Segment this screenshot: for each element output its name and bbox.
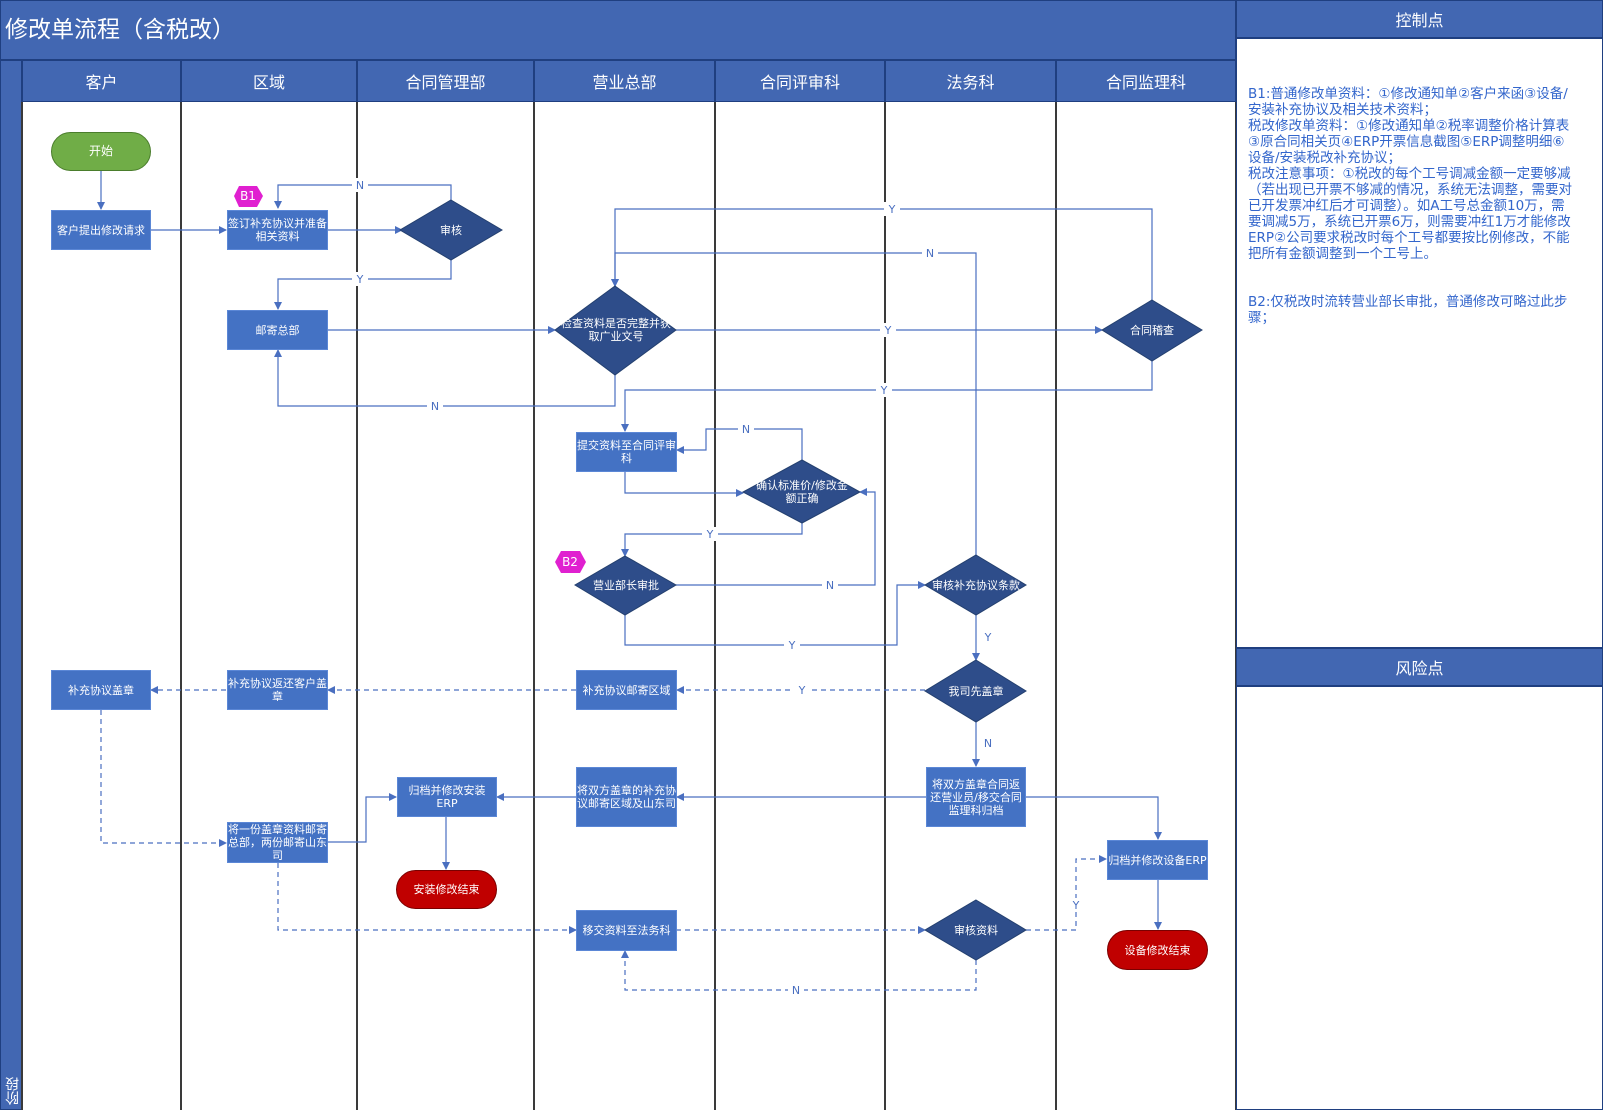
node-review[interactable]: 审核	[440, 223, 462, 237]
node-equipment-end[interactable]: 设备修改结束	[1107, 930, 1208, 970]
edge	[676, 428, 803, 460]
edge-label-yes: Y	[884, 202, 900, 216]
lane-divider	[714, 102, 716, 1110]
node-split-mail[interactable]: 将一份盖章资料邮寄总部，两份邮寄山东司	[227, 822, 328, 863]
edge-label-yes: Y	[980, 630, 996, 644]
node-install-end[interactable]: 安装修改结束	[396, 870, 497, 909]
edge-label-no: N	[822, 578, 838, 592]
tag-b2: B2	[562, 555, 578, 569]
edge	[621, 950, 977, 991]
edge	[100, 710, 227, 847]
lane-divider	[356, 102, 358, 1110]
node-manager-approval[interactable]: 营业部长审批	[593, 578, 659, 592]
edge	[277, 863, 577, 934]
node-mail-both-region[interactable]: 将双方盖章的补充协议邮寄区域及山东司	[576, 767, 677, 827]
lane-divider	[533, 102, 535, 1110]
edge-label-no: N	[922, 246, 938, 260]
diamond-manager-approval	[574, 555, 677, 616]
diamond-check-materials	[554, 285, 677, 376]
edge-label-yes: Y	[1068, 898, 1084, 912]
edge-label-yes: Y	[352, 272, 368, 286]
node-archive-install[interactable]: 归档并修改安装ERP	[397, 777, 497, 817]
diamond-confirm-price	[741, 459, 862, 524]
control-line: 税改注意事项：①税改的每个工号调减金额一定要够减（若出现已开票不够减的情况，系统…	[1248, 166, 1572, 262]
node-review-materials[interactable]: 审核资料	[954, 923, 998, 937]
tag-b1-shape	[234, 186, 263, 207]
lane-header-sales-hq: 营业总部	[534, 60, 715, 102]
edge-label-yes: Y	[784, 638, 800, 652]
diamond-review-terms	[924, 554, 1027, 616]
node-check-materials[interactable]: 检查资料是否完整并获取广业文号	[561, 317, 671, 343]
edge	[611, 252, 977, 555]
edge	[1026, 855, 1107, 931]
node-confirm-price[interactable]: 确认标准价/修改金额正确	[756, 479, 848, 505]
lane-divider	[1055, 102, 1057, 1110]
diamond-contract-audit	[1101, 299, 1203, 362]
node-customer-request[interactable]: 客户提出修改请求	[51, 210, 151, 250]
edge-label-no: N	[788, 983, 804, 997]
node-contract-audit[interactable]: 合同稽查	[1130, 323, 1174, 337]
tag-b1: B1	[240, 189, 256, 203]
edge	[1026, 796, 1162, 840]
edge-label-yes: Y	[876, 383, 892, 397]
edge	[328, 793, 397, 843]
edge-label-no: N	[738, 422, 754, 436]
node-mail-hq[interactable]: 邮寄总部	[227, 310, 328, 350]
diamond-review-materials	[924, 899, 1027, 961]
lane-divider	[180, 102, 182, 1110]
lane-header-region: 区域	[181, 60, 357, 102]
edge-label-yes: Y	[794, 683, 810, 697]
node-return-customer[interactable]: 补充协议返还客户盖章	[227, 670, 328, 710]
lane-header-contract-mgmt: 合同管理部	[357, 60, 534, 102]
node-transfer-legal[interactable]: 移交资料至法务科	[576, 910, 677, 951]
control-points-panel	[1236, 38, 1603, 648]
control-line: B2:仅税改时流转营业部长审批，普通修改可略过此步骤；	[1248, 294, 1568, 326]
node-archive-equipment[interactable]: 归档并修改设备ERP	[1107, 840, 1208, 880]
lane-header-customer: 客户	[22, 60, 181, 102]
tag-b2-shape	[555, 551, 586, 573]
node-customer-stamp[interactable]: 补充协议盖章	[51, 670, 151, 710]
edge-label-yes: Y	[702, 527, 718, 541]
edge-label-no: N	[352, 178, 368, 192]
page-title: 修改单流程（含税改）	[5, 17, 235, 43]
diamond-company-stamp	[924, 659, 1027, 723]
lane-header-contract-supervision: 合同监理科	[1056, 60, 1236, 102]
node-start[interactable]: 开始	[51, 132, 151, 171]
edge	[611, 208, 1153, 300]
lane-divider	[21, 102, 23, 1110]
node-company-stamp[interactable]: 我司先盖章	[948, 684, 1004, 698]
edge	[624, 472, 744, 497]
edge-label-no: N	[980, 736, 996, 750]
risk-points-header: 风险点	[1236, 648, 1603, 686]
node-sign-supplement[interactable]: 签订补充协议并准备相关资料	[227, 210, 328, 250]
control-line: B1:普通修改单资料：①修改通知单②客户来函③设备/安装补充协议及相关技术资料；	[1248, 86, 1568, 118]
edge	[274, 349, 616, 407]
lane-divider	[884, 102, 886, 1110]
diamond-review	[399, 199, 503, 261]
node-review-terms[interactable]: 审核补充协议条款	[932, 578, 1020, 592]
title-bar: 修改单流程（含税改）	[0, 0, 1236, 60]
node-return-both[interactable]: 将双方盖章合同返还营业员/移交合同监理科归档	[926, 767, 1026, 827]
edge	[624, 581, 926, 646]
control-points-header: 控制点	[1236, 0, 1603, 38]
edge-label-no: N	[427, 399, 443, 413]
node-submit-review[interactable]: 提交资料至合同评审科	[576, 432, 677, 472]
lane-header-legal: 法务科	[885, 60, 1056, 102]
control-line: 税改修改单资料：①修改通知单②税率调整价格计算表③原合同相关页④ERP开票信息截…	[1248, 118, 1570, 166]
risk-points-panel	[1236, 686, 1603, 1110]
control-points-text: B1:普通修改单资料：①修改通知单②客户来函③设备/安装补充协议及相关技术资料；…	[1248, 86, 1576, 326]
edge	[676, 488, 876, 586]
lane-header-contract-review: 合同评审科	[715, 60, 885, 102]
edge-label-yes: Y	[880, 323, 896, 337]
node-mail-region[interactable]: 补充协议邮寄区域	[576, 670, 677, 710]
